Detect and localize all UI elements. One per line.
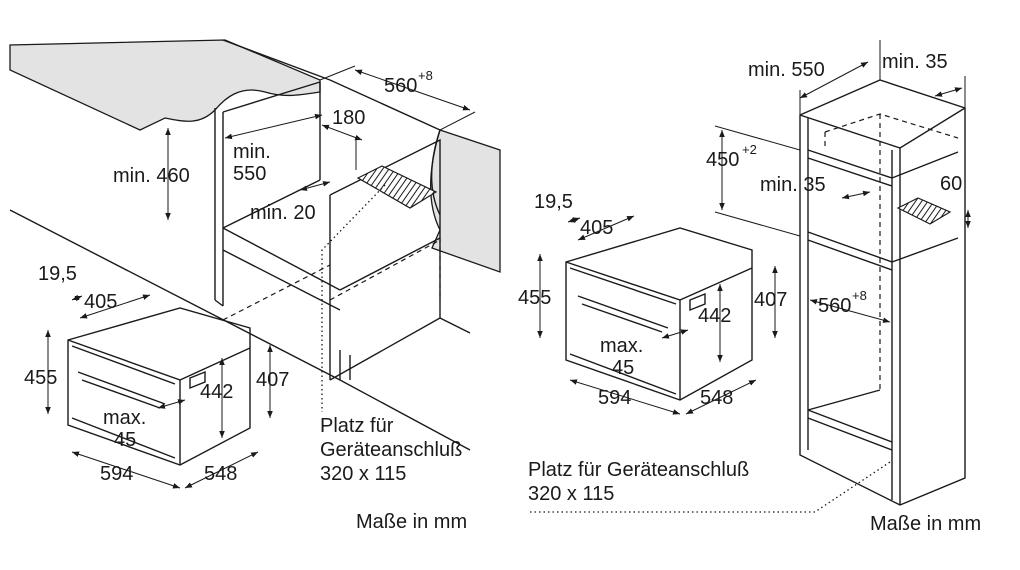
left-connection-line1: Platz für bbox=[320, 415, 394, 437]
cabinet-left-panel bbox=[214, 108, 224, 307]
countertop-right bbox=[429, 129, 501, 273]
left-dim-407: 407 bbox=[256, 369, 289, 391]
left-dim-455: 455 bbox=[24, 367, 57, 389]
left-dim-min460: min. 460 bbox=[113, 165, 190, 187]
left-dim-min550-b: 550 bbox=[233, 163, 266, 185]
right-dim-455: 455 bbox=[518, 287, 551, 309]
right-dim-min35-vent: min. 35 bbox=[760, 174, 826, 196]
left-dim-594: 594 bbox=[100, 463, 133, 485]
niche-hidden-edges bbox=[222, 238, 441, 321]
left-dim-max-a: max. bbox=[103, 407, 146, 429]
connection-leader bbox=[321, 184, 386, 412]
right-dim-min35-top: min. 35 bbox=[882, 51, 948, 73]
left-connection-line2: Geräteanschluß bbox=[320, 439, 462, 461]
right-dim-407: 407 bbox=[754, 289, 787, 311]
left-dim-min20: min. 20 bbox=[250, 202, 316, 224]
right-dim-60: 60 bbox=[940, 173, 962, 195]
right-appliance bbox=[537, 215, 778, 415]
right-dim-max-a: max. bbox=[600, 335, 643, 357]
right-dim-405: 405 bbox=[580, 217, 613, 239]
right-dim-min550: min. 550 bbox=[748, 59, 825, 81]
right-dim-19-5: 19,5 bbox=[534, 191, 573, 213]
right-units-label: Maße in mm bbox=[870, 513, 981, 535]
left-connection-line3: 320 x 115 bbox=[320, 463, 406, 485]
left-appliance bbox=[45, 294, 273, 489]
tall-cabinet-hidden-edges bbox=[824, 113, 959, 390]
right-dim-560-tol: +8 bbox=[852, 288, 867, 303]
right-dim-max-b: 45 bbox=[612, 357, 634, 379]
right-dim-594: 594 bbox=[598, 387, 631, 409]
left-dim-19-5: 19,5 bbox=[38, 263, 77, 285]
right-dim-450: 450 bbox=[706, 149, 739, 171]
right-dim-548: 548 bbox=[700, 387, 733, 409]
right-connection-leader bbox=[530, 461, 891, 513]
right-connection-box bbox=[896, 197, 952, 225]
right-dim-560: 560 bbox=[818, 295, 851, 317]
left-dim-548: 548 bbox=[204, 463, 237, 485]
left-dim-405: 405 bbox=[84, 291, 117, 313]
left-dim-max-b: 45 bbox=[114, 429, 136, 451]
right-connection-line2: 320 x 115 bbox=[528, 483, 614, 505]
left-installation: 560 +8 180 min. 460 min. 550 min. 20 19,… bbox=[9, 39, 501, 533]
right-installation: min. 550 min. 35 450 +2 min. 35 60 560 +… bbox=[518, 40, 981, 535]
left-dim-min550-a: min. bbox=[233, 141, 271, 163]
connection-box bbox=[356, 165, 438, 209]
countertop bbox=[9, 39, 321, 131]
left-dim-560: 560 bbox=[384, 75, 417, 97]
left-dim-442: 442 bbox=[200, 381, 233, 403]
right-connection-line1: Platz für Geräteanschluß bbox=[528, 459, 749, 481]
left-dim-180: 180 bbox=[332, 107, 365, 129]
right-dim-450-tol: +2 bbox=[742, 142, 757, 157]
right-dim-442: 442 bbox=[698, 305, 731, 327]
left-units-label: Maße in mm bbox=[356, 511, 467, 533]
left-dim-560-tol: +8 bbox=[418, 68, 433, 83]
